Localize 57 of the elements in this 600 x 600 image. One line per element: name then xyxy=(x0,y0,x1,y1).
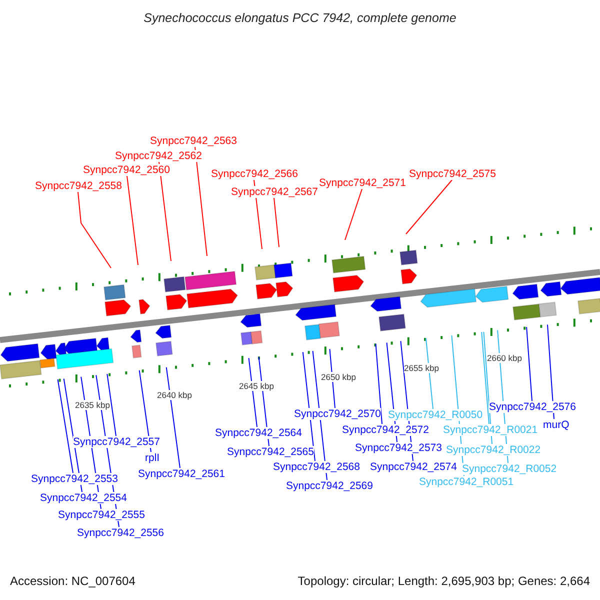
gene-label: Synpcc7942_2557 xyxy=(73,436,160,448)
leader-line xyxy=(166,366,180,468)
gene-label: Synpcc7942_2556 xyxy=(77,527,164,539)
gene-label: Synpcc7942_2570 xyxy=(294,408,381,420)
gene-label: Synpcc7942_2564 xyxy=(215,427,302,439)
leader-line xyxy=(194,146,208,256)
leader-line xyxy=(274,198,280,248)
gene-label: Synpcc7942_2566 xyxy=(211,168,298,180)
gene-label: Synpcc7942_2572 xyxy=(342,424,429,436)
leader-line xyxy=(302,352,316,462)
gene-label: Synpcc7942_2563 xyxy=(150,135,237,147)
gene-label: Synpcc7942_2571 xyxy=(319,177,406,189)
gene-label: Synpcc7942_2560 xyxy=(83,164,170,176)
gene-label: Synpcc7942_R0021 xyxy=(443,424,538,436)
leader-line xyxy=(547,324,554,420)
gene-label: Synpcc7942_2573 xyxy=(355,442,442,454)
gene-label: Synpcc7942_2554 xyxy=(40,492,127,504)
gene-label: Synpcc7942_2568 xyxy=(273,461,360,473)
scale-label: 2655 kbp xyxy=(404,363,439,373)
leader-line xyxy=(126,176,138,266)
scale-label: 2645 kbp xyxy=(239,381,274,391)
leader-line xyxy=(481,332,490,424)
gene-label: murQ xyxy=(543,419,570,431)
gene-label: Synpcc7942_R0022 xyxy=(446,444,541,456)
leader-line xyxy=(375,343,382,424)
gene-label: Synpcc7942_R0050 xyxy=(388,409,483,421)
scale-label: 2650 kbp xyxy=(321,372,356,382)
gene-label: Synpcc7942_2576 xyxy=(489,401,576,413)
genome-info-text: Topology: circular; Length: 2,695,903 bp; Genes: 2,664 xyxy=(298,574,590,588)
leader-line xyxy=(483,331,492,444)
accession-text: Accession: NC_007604 xyxy=(10,574,136,588)
leader-line xyxy=(406,180,452,234)
scale-label: 2640 kbp xyxy=(157,390,192,400)
gene-label: Synpcc7942_2555 xyxy=(58,509,145,521)
leader-line xyxy=(158,162,172,262)
leader-line xyxy=(57,378,74,474)
leader-line xyxy=(344,188,362,240)
gene-label: Synpcc7942_R0052 xyxy=(462,463,557,475)
gene-label: Synpcc7942_2562 xyxy=(115,150,202,162)
leader-line xyxy=(425,338,434,410)
gene-label: Synpcc7942_R0051 xyxy=(419,476,514,488)
gene-label: Synpcc7942_2561 xyxy=(138,468,225,480)
gene-label: Synpcc7942_2567 xyxy=(231,186,318,198)
gene-label: Synpcc7942_2558 xyxy=(35,180,122,192)
gene-label: Synpcc7942_2574 xyxy=(370,461,457,473)
gene-label: Synpcc7942_2553 xyxy=(31,473,118,485)
leader-line xyxy=(526,326,532,402)
gene-label: rplI xyxy=(145,452,160,464)
leader-line xyxy=(106,373,116,436)
gene-label: Synpcc7942_2565 xyxy=(227,446,314,458)
gene-label: Synpcc7942_2575 xyxy=(409,168,496,180)
scale-label: 2660 kbp xyxy=(487,353,522,363)
leader-line xyxy=(248,358,258,428)
title: Synechococcus elongatus PCC 7942, complete genome xyxy=(142,11,458,25)
gene-label: Synpcc7942_2569 xyxy=(286,480,373,492)
leader-line xyxy=(78,192,112,268)
scale-label: 2635 kbp xyxy=(75,400,110,410)
